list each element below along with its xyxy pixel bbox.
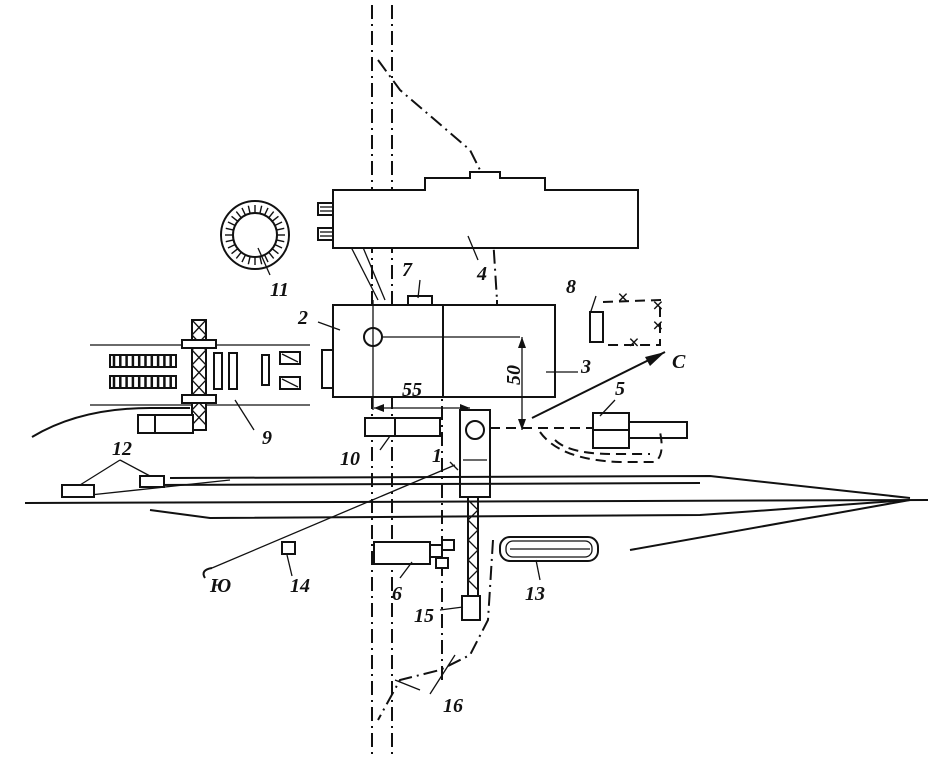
tank-tick — [263, 254, 269, 263]
item-13 — [499, 536, 599, 562]
label-10: 10 — [340, 448, 360, 470]
tank-tick — [274, 221, 283, 227]
south-marker — [202, 567, 213, 579]
dimension-50-label: 50 — [503, 365, 525, 385]
label-8: 8 — [566, 276, 576, 298]
leader-line-1 — [211, 464, 456, 569]
tank-tick — [259, 256, 263, 265]
item-5 — [490, 412, 688, 463]
dimension-55 — [374, 404, 470, 412]
south-label: Ю — [209, 575, 231, 597]
svg-text:×: × — [652, 295, 663, 317]
building-4 — [317, 171, 639, 249]
leader-lines — [234, 235, 616, 695]
label-11: 11 — [270, 279, 289, 301]
label-4: 4 — [476, 263, 487, 285]
tank-tick — [263, 207, 269, 216]
svg-text:×: × — [652, 315, 663, 337]
dimension-55-label: 55 — [402, 379, 422, 401]
label-7: 7 — [402, 259, 413, 281]
item-10 — [364, 417, 441, 437]
labels: 1 2 3 4 5 6 7 8 9 10 11 12 13 14 15 16 5… — [112, 259, 686, 717]
item-6 — [373, 539, 455, 569]
label-16: 16 — [443, 695, 463, 717]
label-5: 5 — [615, 378, 625, 400]
equipment-1 — [459, 409, 491, 498]
tank-tick — [274, 243, 283, 249]
tank-tick — [271, 215, 279, 222]
svg-text:×: × — [628, 332, 639, 354]
tank-tick — [227, 243, 236, 249]
tank-tick — [271, 248, 279, 255]
label-14: 14 — [290, 575, 310, 597]
tank-tick — [241, 207, 247, 216]
tank-tick — [225, 227, 234, 231]
tank-tick — [276, 239, 285, 243]
label-6: 6 — [392, 583, 402, 605]
label-2: 2 — [297, 307, 308, 329]
tank-tick — [268, 251, 275, 259]
label-13: 13 — [525, 583, 545, 605]
label-9: 9 — [262, 427, 272, 449]
north-label: С — [672, 351, 686, 373]
round-tank-11 — [220, 200, 290, 270]
item-8: × × × × — [589, 287, 663, 354]
dimension-50 — [518, 337, 526, 430]
label-12: 12 — [112, 438, 132, 460]
tank-tick — [276, 227, 285, 231]
tank-tick — [268, 211, 275, 219]
label-1: 1 — [432, 445, 442, 467]
tank-tick — [241, 254, 247, 263]
label-15: 15 — [414, 605, 434, 627]
tank-tick — [235, 251, 242, 259]
tank-tick — [231, 248, 239, 255]
storage-area-9 — [31, 319, 310, 438]
tank-tick — [247, 205, 251, 214]
items-12 — [61, 459, 165, 498]
building-2-3 — [321, 295, 556, 410]
tank-tick — [247, 256, 251, 265]
north-arrow — [531, 351, 666, 419]
tank-tick — [227, 221, 236, 227]
item-14 — [281, 541, 296, 555]
svg-text:×: × — [617, 287, 628, 309]
tank-tick — [231, 215, 239, 222]
tank-tick — [235, 211, 242, 219]
tank-tick — [259, 205, 263, 214]
tank-tick — [225, 239, 234, 243]
conveyor-15 — [461, 497, 481, 621]
railway-tracks — [24, 474, 929, 551]
label-3: 3 — [580, 356, 591, 378]
